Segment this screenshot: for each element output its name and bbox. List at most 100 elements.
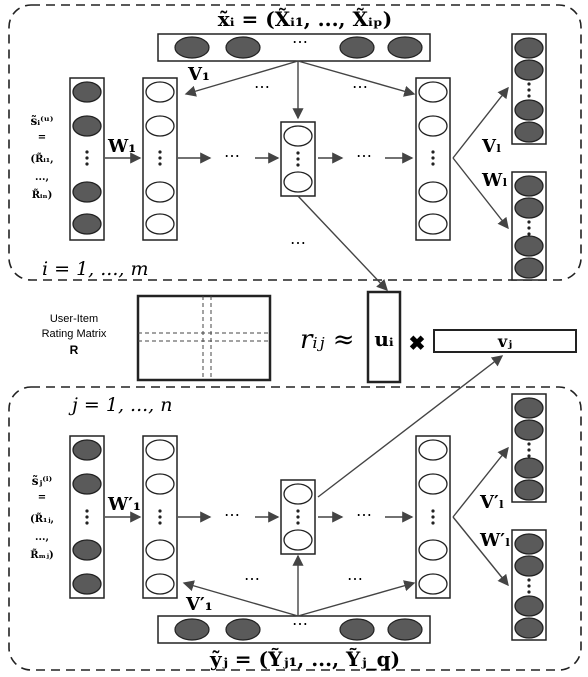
node-ellipsis-dot	[296, 151, 300, 155]
top-input-bar-nodes	[174, 36, 423, 59]
node-ellipsis-dot	[296, 509, 300, 513]
output-column-2-top	[511, 171, 547, 281]
s-tilde-i-line3: (R̃₁ⱼ,	[30, 513, 54, 525]
x-tilde-label: x̃ᵢ = (X̃ᵢ₁, ..., X̃ᵢₚ)	[218, 7, 392, 31]
bar-filled-node	[225, 36, 261, 59]
node-ellipsis-dot	[527, 590, 531, 594]
node-ellipsis-dot	[158, 150, 162, 154]
bottom-bar-ellipsis: ⋯	[292, 614, 308, 633]
node-ellipsis-dot	[527, 226, 531, 230]
filled-node	[72, 573, 102, 595]
wLp-label: W′ₗ	[479, 530, 510, 551]
filled-node	[72, 115, 102, 137]
filled-node	[72, 439, 102, 461]
encoder-column-1-top	[142, 77, 178, 241]
filled-node	[514, 533, 544, 555]
node-ellipsis-dot	[85, 162, 89, 166]
bottom-ellipsis-3: ⋯	[244, 569, 260, 588]
bottom-ellipsis-1: ⋯	[224, 505, 240, 524]
empty-node	[145, 181, 175, 203]
s-tilde-i-line1: s̃ⱼ⁽ⁱ⁾	[32, 474, 53, 488]
node-ellipsis-dot	[431, 521, 435, 525]
node-ellipsis-dot	[527, 220, 531, 224]
empty-node	[418, 439, 448, 461]
node-ellipsis-dot	[296, 163, 300, 167]
bar-filled-node	[387, 618, 423, 641]
bottom-panel-frame	[8, 386, 582, 671]
vj-label: vⱼ	[497, 332, 512, 351]
s-tilde-i-label: s̃ⱼ⁽ⁱ⁾ = (R̃₁ⱼ, ..., R̃ₘⱼ)	[30, 474, 54, 561]
empty-node	[418, 573, 448, 595]
filled-node	[514, 197, 544, 219]
empty-node	[145, 213, 175, 235]
s-tilde-u-line3: (R̃ᵢ₁,	[30, 153, 53, 165]
filled-node	[72, 181, 102, 203]
i-index-label: i = 1, ..., m	[42, 258, 148, 280]
node-ellipsis-dot	[527, 88, 531, 92]
node-ellipsis-dot	[431, 156, 435, 160]
top-ellipsis-3: ⋯	[254, 77, 270, 96]
rij-approx: rᵢⱼ ≈	[300, 325, 355, 355]
filled-node	[514, 235, 544, 257]
y-tilde-label: ỹⱼ = (Ỹⱼ₁, ..., Ỹⱼ_q)	[209, 647, 400, 671]
node-ellipsis-dot	[431, 162, 435, 166]
bar-filled-node	[174, 618, 210, 641]
output-column-2-bottom	[511, 529, 547, 641]
matrix-symbol: R	[70, 343, 79, 357]
empty-node	[145, 539, 175, 561]
empty-node	[283, 125, 313, 147]
empty-node	[145, 439, 175, 461]
empty-node	[145, 473, 175, 495]
times-symbol: ✖	[409, 333, 426, 355]
node-ellipsis-dot	[527, 584, 531, 588]
node-ellipsis-dot	[527, 232, 531, 236]
filled-node	[514, 59, 544, 81]
bottom-arrows	[105, 355, 509, 617]
ui-label: uᵢ	[374, 327, 394, 351]
bottom-ellipsis-2: ⋯	[356, 505, 372, 524]
node-ellipsis-dot	[527, 82, 531, 86]
filled-node	[72, 473, 102, 495]
filled-node	[514, 555, 544, 577]
bar-filled-node	[225, 618, 261, 641]
node-ellipsis-dot	[296, 157, 300, 161]
bar-filled-node	[339, 618, 375, 641]
s-tilde-u-line4: ...,	[35, 172, 49, 183]
rating-matrix	[136, 294, 272, 382]
node-ellipsis-dot	[431, 509, 435, 513]
ui-box	[366, 290, 402, 384]
node-ellipsis-dot	[85, 509, 89, 513]
node-ellipsis-dot	[158, 509, 162, 513]
filled-node	[514, 175, 544, 197]
bar-filled-node	[174, 36, 210, 59]
j-index-label: j = 1, ..., n	[68, 394, 173, 416]
node-ellipsis-dot	[158, 521, 162, 525]
bottleneck-column-top	[280, 121, 316, 197]
top-ellipsis-1: ⋯	[224, 146, 240, 165]
w1p-label: W′₁	[107, 494, 141, 515]
node-ellipsis-dot	[296, 521, 300, 525]
top-ellipsis-4: ⋯	[352, 77, 368, 96]
empty-node	[145, 81, 175, 103]
empty-node	[418, 213, 448, 235]
input-column-bottom	[69, 435, 105, 599]
empty-node	[418, 473, 448, 495]
w1-label: W₁	[107, 136, 136, 157]
bottom-input-bar	[157, 615, 431, 644]
s-tilde-i-line5: R̃ₘⱼ)	[30, 549, 53, 561]
node-ellipsis-dot	[85, 156, 89, 160]
filled-node	[514, 457, 544, 479]
s-tilde-u-line1: s̃ᵢ⁽ᵘ⁾	[30, 114, 53, 128]
filled-node	[514, 479, 544, 501]
output-column-1-bottom	[511, 393, 547, 503]
bar-filled-node	[339, 36, 375, 59]
node-ellipsis-dot	[85, 150, 89, 154]
s-tilde-i-line4: ...,	[35, 532, 49, 543]
node-ellipsis-dot	[527, 94, 531, 98]
node-ellipsis-dot	[85, 515, 89, 519]
filled-node	[514, 37, 544, 59]
empty-node	[418, 539, 448, 561]
filled-node	[514, 121, 544, 143]
node-ellipsis-dot	[527, 448, 531, 452]
